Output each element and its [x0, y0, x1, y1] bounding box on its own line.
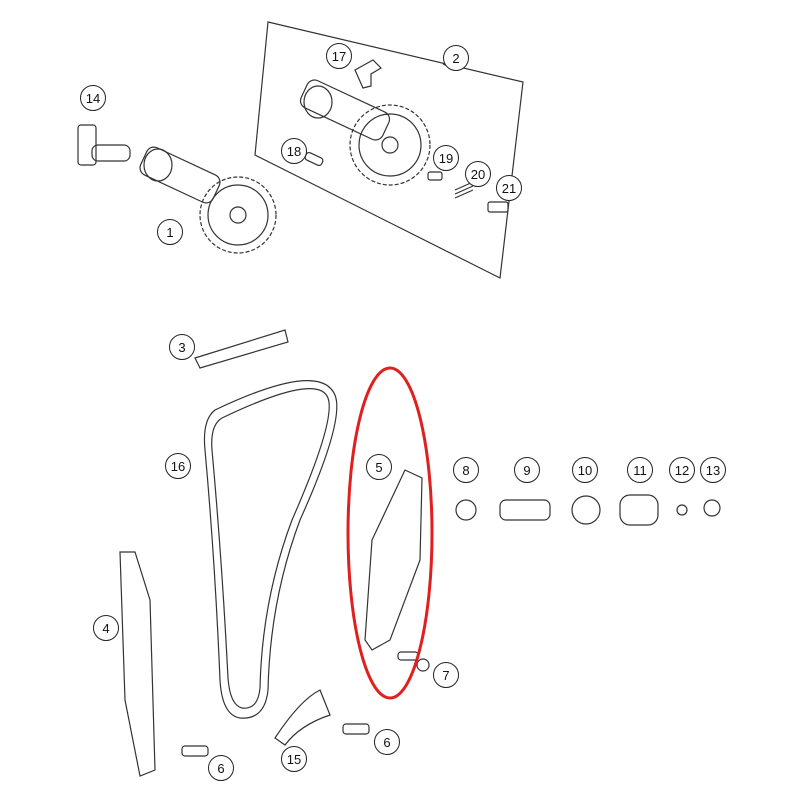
callout-15[interactable]: 15	[281, 746, 307, 772]
guide-15	[274, 689, 331, 746]
callout-19[interactable]: 19	[433, 145, 459, 171]
callout-7[interactable]: 7	[433, 662, 459, 688]
callout-1[interactable]: 1	[157, 219, 183, 245]
highlight-ellipse	[346, 366, 434, 700]
callout-20[interactable]: 20	[465, 161, 491, 187]
callout-4[interactable]: 4	[93, 615, 119, 641]
assembly-box	[254, 21, 524, 279]
part-21	[487, 201, 509, 213]
part-19	[427, 171, 443, 181]
part-17	[354, 59, 382, 89]
callout-8[interactable]: 8	[453, 457, 479, 483]
callout-18[interactable]: 18	[281, 138, 307, 164]
seal-10	[571, 495, 601, 525]
camshaft-2	[299, 79, 431, 186]
part-18	[304, 151, 324, 167]
callout-17[interactable]: 17	[326, 43, 352, 69]
callout-12[interactable]: 12	[669, 457, 695, 483]
callout-9[interactable]: 9	[514, 457, 540, 483]
callout-5[interactable]: 5	[366, 454, 392, 480]
callout-3[interactable]: 3	[169, 334, 195, 360]
callout-6[interactable]: 6	[374, 729, 400, 755]
part-3	[194, 329, 289, 369]
bolt-6b	[181, 745, 209, 757]
tensioner-9	[499, 499, 551, 521]
callout-16[interactable]: 16	[165, 453, 191, 479]
callout-2[interactable]: 2	[443, 45, 469, 71]
bolt-7	[397, 651, 419, 661]
camshaft-1	[139, 146, 277, 254]
callout-11[interactable]: 11	[627, 457, 653, 483]
tensioner-rail-5	[364, 469, 423, 651]
bolt-6a	[342, 723, 370, 735]
chain-guide-4	[119, 551, 156, 777]
part-14	[77, 124, 131, 166]
washer-7	[416, 658, 430, 672]
seal-8	[455, 499, 477, 521]
plug-11	[619, 494, 659, 526]
nut-13	[703, 499, 721, 517]
timing-chain-16	[203, 379, 338, 719]
callout-13[interactable]: 13	[700, 457, 726, 483]
callout-21[interactable]: 21	[496, 175, 522, 201]
callout-10[interactable]: 10	[572, 457, 598, 483]
callout-14[interactable]: 14	[80, 85, 106, 111]
ring-12	[676, 504, 688, 516]
callout-6-lower[interactable]: 6	[208, 755, 234, 781]
